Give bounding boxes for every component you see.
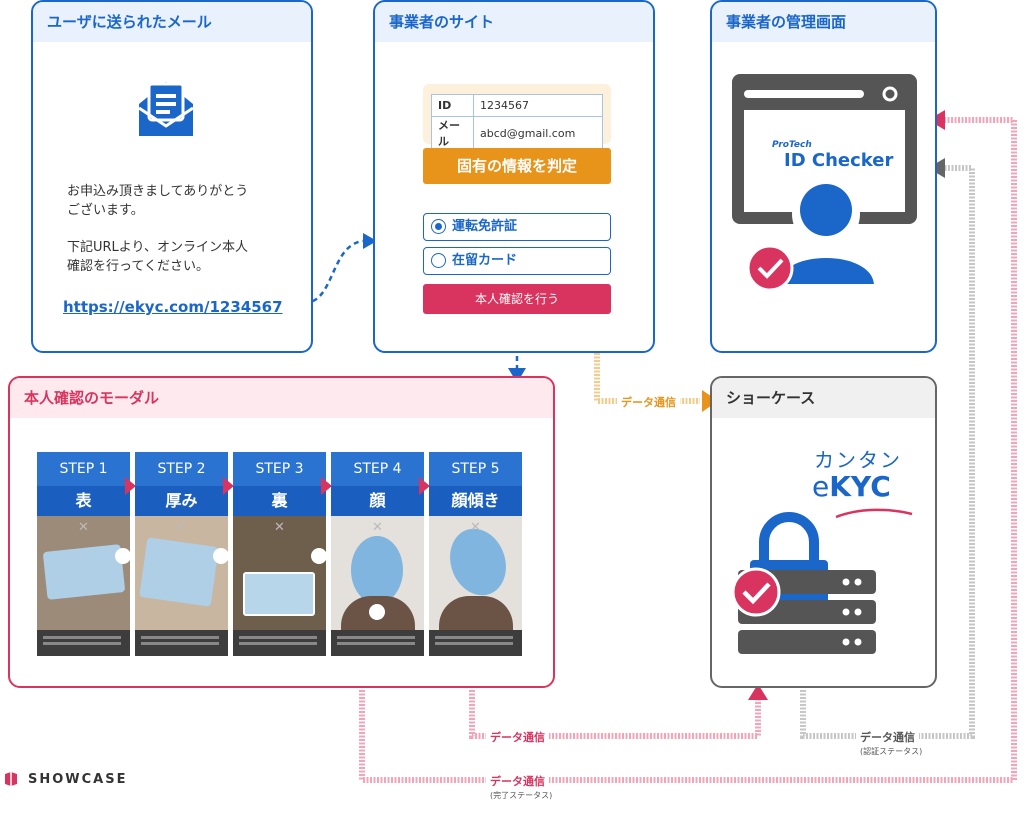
mail-body-line: 確認を行ってください。 <box>67 259 209 274</box>
close-icon[interactable]: ✕ <box>372 520 383 535</box>
radio-selected-icon <box>431 219 446 234</box>
form-value[interactable]: 1234567 <box>473 94 603 117</box>
camera-icon[interactable] <box>115 548 131 564</box>
email-panel-title: ユーザに送られたメール <box>33 2 311 42</box>
mail-body-line: ございます。 <box>67 203 144 218</box>
step-arrow-icon <box>223 477 234 495</box>
open-mail-icon <box>138 82 194 136</box>
user-form-table: ID 1234567 メール abcd@gmail.com <box>431 94 603 150</box>
admin-panel: 事業者の管理画面 ProTech ID Checker <box>710 0 937 353</box>
secure-server-icon <box>731 512 876 654</box>
admin-panel-title: 事業者の管理画面 <box>712 2 935 42</box>
step-number: STEP 5 <box>429 452 522 486</box>
step-label: 裏 <box>233 486 326 516</box>
admin-screen-icon <box>732 74 917 292</box>
video-icon[interactable] <box>213 548 229 564</box>
instruction-footer <box>331 630 424 656</box>
judge-unique-info-banner: 固有の情報を判定 <box>423 148 611 184</box>
step-label: 表 <box>37 486 130 516</box>
close-icon[interactable]: ✕ <box>78 520 89 535</box>
done-status-note: (完了ステータス) <box>490 791 553 800</box>
step-number: STEP 3 <box>233 452 326 486</box>
step-number: STEP 4 <box>331 452 424 486</box>
id-card-thickness-photo <box>135 516 228 630</box>
instruction-footer <box>233 630 326 656</box>
site-panel: 事業者のサイト ID 1234567 メール abcd@gmail.com 固有… <box>373 0 655 353</box>
step-arrow-icon <box>321 477 332 495</box>
step-number: STEP 2 <box>135 452 228 486</box>
protech-small-label: ProTech <box>772 140 812 150</box>
close-icon[interactable]: ✕ <box>470 520 481 535</box>
ekyc-swoosh <box>835 508 913 519</box>
data-comm-label-pink: データ通信 <box>486 729 549 745</box>
radio-empty-icon <box>431 253 446 268</box>
step-card: STEP 2 厚み ✕ <box>135 452 229 656</box>
form-row-email: メール abcd@gmail.com <box>431 116 603 150</box>
ekyc-link[interactable]: https://ekyc.com/1234567 <box>63 298 283 316</box>
showcase-logo-text: SHOWCASE <box>28 772 128 787</box>
form-value[interactable]: abcd@gmail.com <box>473 116 603 150</box>
form-key: ID <box>431 94 474 117</box>
close-icon[interactable]: ✕ <box>176 520 187 535</box>
instruction-footer <box>135 630 228 656</box>
id-card-back-photo <box>233 516 326 630</box>
camera-icon[interactable] <box>311 548 327 564</box>
showcase-logo-icon <box>5 772 17 786</box>
verify-identity-button[interactable]: 本人確認を行う <box>423 284 611 314</box>
ekyc-logo-e: e <box>812 470 830 503</box>
data-comm-label-pink-bottom: データ通信 <box>486 773 549 789</box>
mail-body-line: 下記URLより、オンライン本人 <box>67 240 249 255</box>
id-card-front-photo <box>37 516 130 630</box>
ekyc-kana: カンタン <box>814 448 902 472</box>
modal-to-admin-flow <box>359 117 1017 783</box>
ekyc-logo: eKYC <box>812 470 891 503</box>
modal-to-showcase-flow <box>469 690 761 739</box>
step-arrow-icon <box>419 477 430 495</box>
option-label: 在留カード <box>452 253 518 268</box>
form-row-id: ID 1234567 <box>431 94 603 117</box>
camera-icon[interactable] <box>369 604 385 620</box>
showcase-panel: ショーケース カンタン eKYC <box>710 376 937 688</box>
ekyc-logo-kyc: KYC <box>829 470 891 503</box>
step-card: STEP 3 裏 ✕ <box>233 452 327 656</box>
step-card: STEP 4 顔 ✕ <box>331 452 424 656</box>
form-key: メール <box>431 116 474 150</box>
email-panel: ユーザに送られたメール お申込み頂きましてありがとう ございます。 下記URLよ… <box>31 0 313 353</box>
modal-panel-title: 本人確認のモーダル <box>10 378 553 418</box>
data-comm-label-gray: データ通信 <box>856 729 919 745</box>
instruction-footer <box>37 630 130 656</box>
id-checker-logo: ID Checker <box>784 150 894 171</box>
tilted-face-photo <box>429 516 522 630</box>
data-comm-label-orange: データ通信 <box>617 394 680 410</box>
instruction-footer <box>429 630 522 656</box>
showcase-to-admin-flow <box>800 165 975 739</box>
option-residence-card[interactable]: 在留カード <box>423 247 611 275</box>
option-drivers-license[interactable]: 運転免許証 <box>423 213 611 241</box>
auth-status-note: (認証ステータス) <box>860 747 923 756</box>
option-label: 運転免許証 <box>452 219 518 234</box>
step-card: STEP 1 表 ✕ <box>37 452 131 656</box>
step-label: 顔 <box>331 486 424 516</box>
mail-body-line: お申込み頂きましてありがとう <box>67 184 249 199</box>
step-label: 顔傾き <box>429 486 522 516</box>
close-icon[interactable]: ✕ <box>274 520 285 535</box>
step-arrow-icon <box>125 477 136 495</box>
step-card: STEP 5 顔傾き ✕ <box>429 452 522 656</box>
showcase-panel-title: ショーケース <box>712 378 935 418</box>
step-number: STEP 1 <box>37 452 130 486</box>
step-label: 厚み <box>135 486 228 516</box>
site-panel-title: 事業者のサイト <box>375 2 653 42</box>
